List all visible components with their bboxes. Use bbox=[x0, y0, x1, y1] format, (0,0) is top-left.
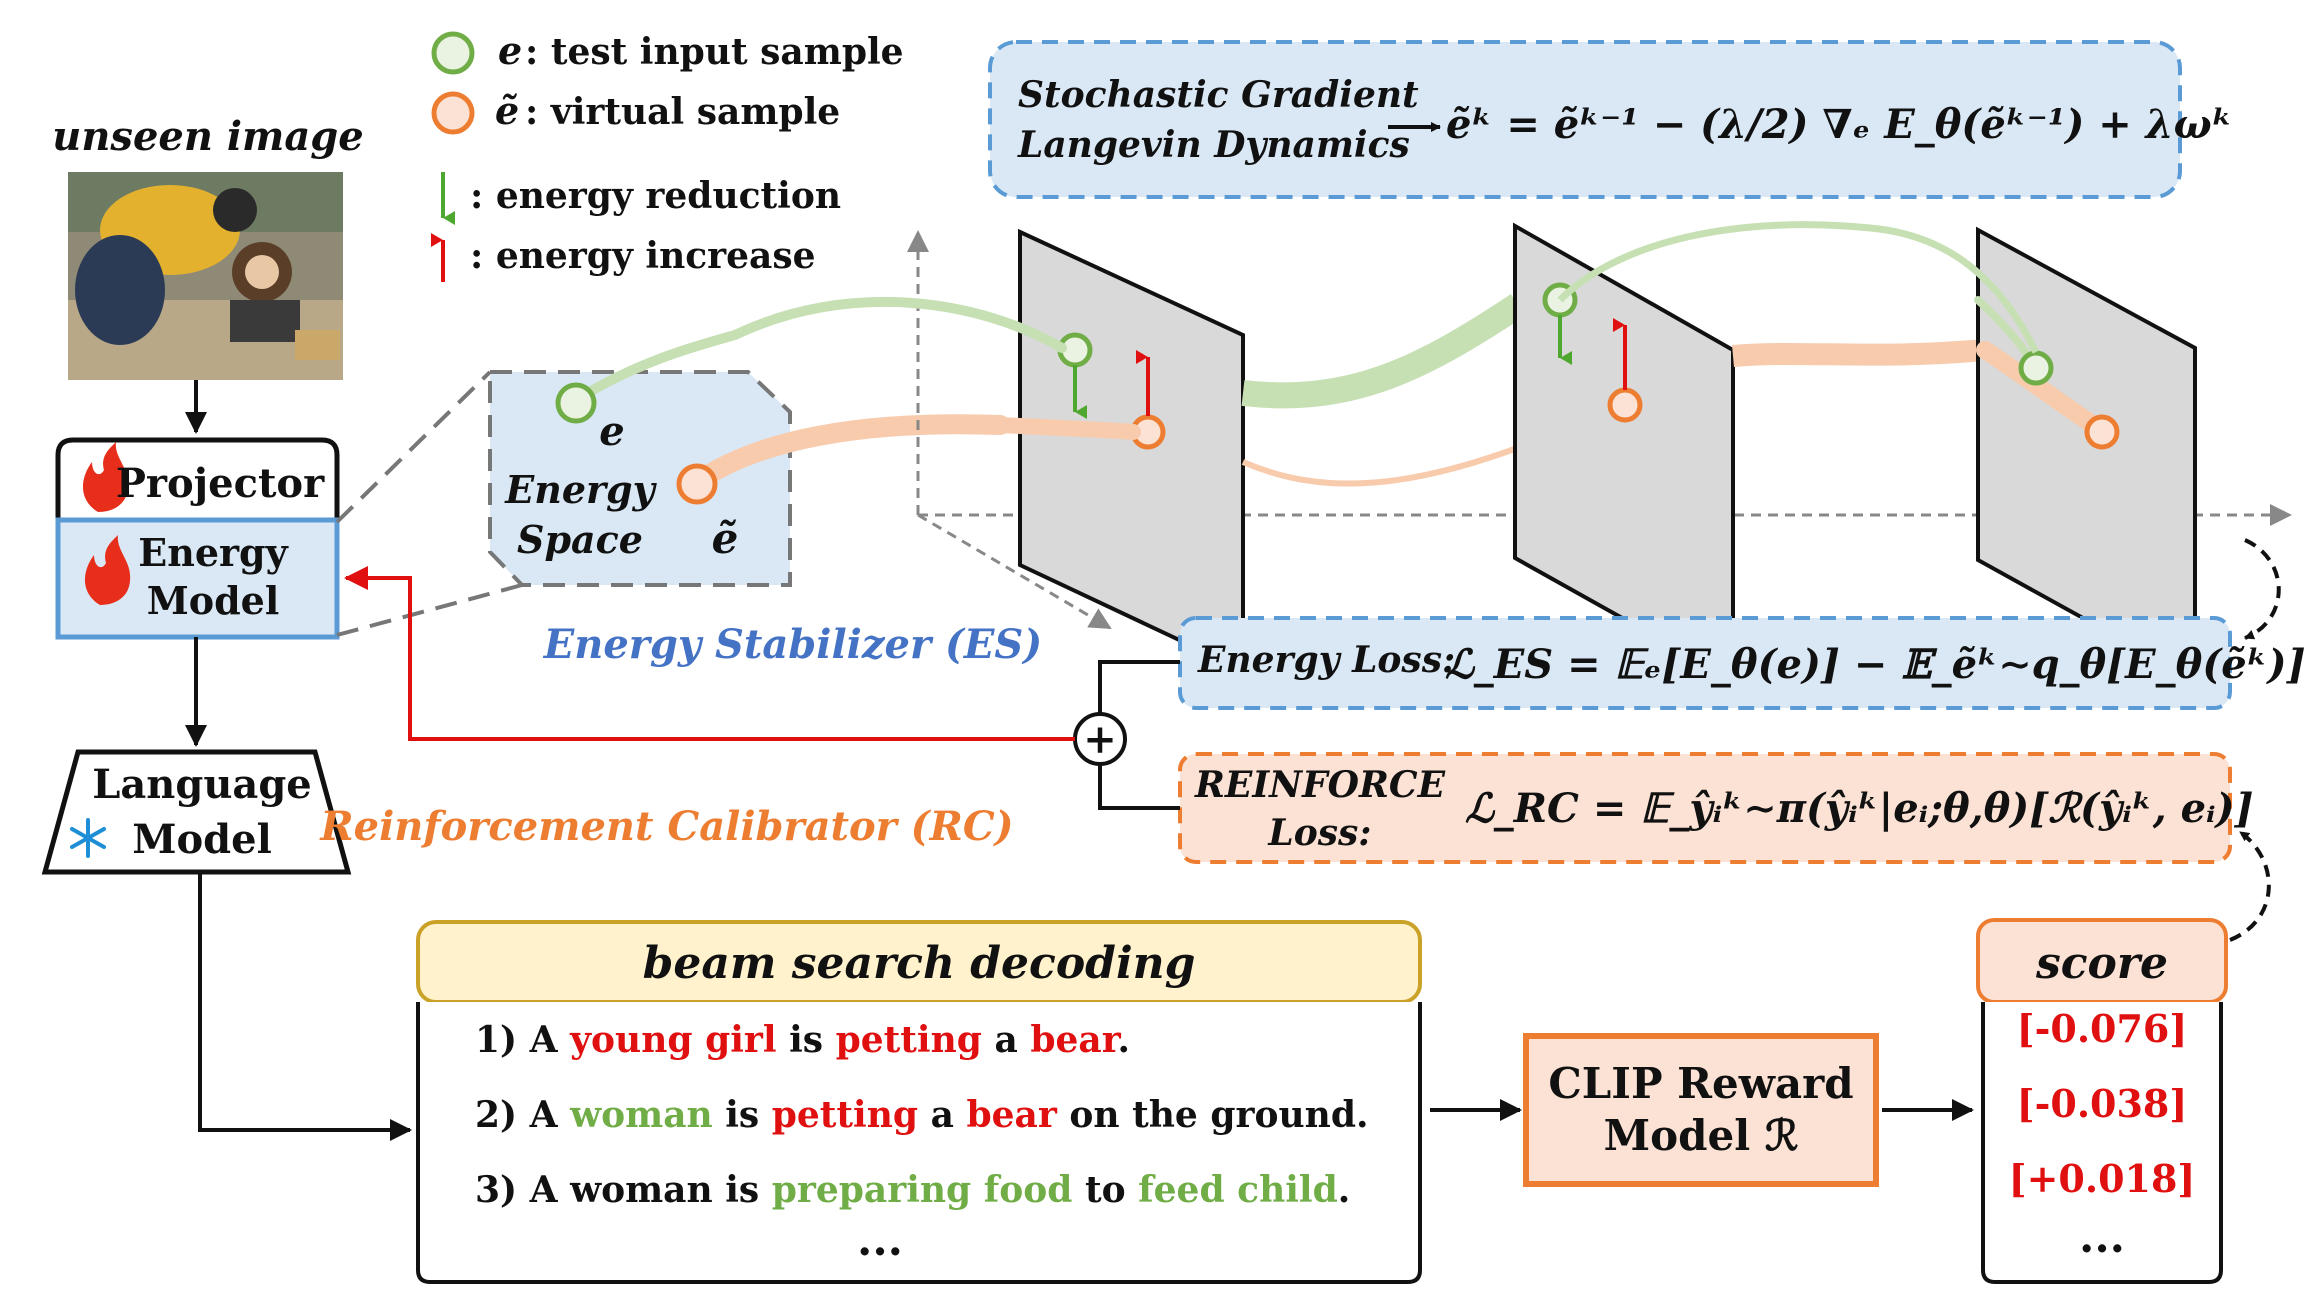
caption-segment: young girl bbox=[569, 1019, 776, 1061]
caption-segment: . bbox=[1338, 1169, 1351, 1211]
score-ellipsis: ... bbox=[2079, 1212, 2125, 1263]
energy-landscape bbox=[730, 221, 2292, 684]
energy-model-block: Energy Model bbox=[55, 517, 340, 640]
virtual-sample-point bbox=[676, 463, 718, 505]
energy-plane-1 bbox=[1018, 228, 1245, 674]
axis-depth bbox=[917, 513, 1112, 630]
score-value-1: [-0.076] bbox=[2017, 1006, 2188, 1051]
rc-to-plus-line bbox=[1098, 758, 1180, 810]
test-sample-point bbox=[555, 382, 597, 424]
legend-test-text: : test input sample bbox=[525, 31, 904, 73]
gradient-feedback-arrow bbox=[344, 566, 1075, 741]
clip-line1: CLIP Reward bbox=[1548, 1059, 1853, 1108]
legend-test-symbol: e bbox=[498, 28, 522, 73]
beam-title: beam search decoding bbox=[643, 938, 1196, 989]
reinforce-loss-box: REINFORCE Loss: ℒ_RC = 𝔼_ŷᵢᵏ∼π(ŷᵢᵏ|eᵢ;θ,… bbox=[1178, 752, 2253, 864]
caption-item: 1) A young girl is petting a bear. bbox=[475, 1019, 1130, 1061]
es-title: Energy Stabilizer (ES) bbox=[543, 621, 1042, 668]
caption-segment: woman bbox=[569, 1094, 713, 1136]
caption-segment: petting bbox=[836, 1019, 982, 1061]
legend-reduction-text: : energy reduction bbox=[470, 175, 841, 217]
caption-segment: . bbox=[1117, 1019, 1130, 1061]
caption-segment: 1) A bbox=[475, 1019, 570, 1061]
caption-segment: a bbox=[918, 1094, 966, 1136]
caption-item: 3) A woman is preparing food to feed chi… bbox=[475, 1169, 1350, 1211]
clip-reward-box: CLIP Reward Model ℛ bbox=[1523, 1033, 1879, 1187]
lm-to-beam-arrow bbox=[198, 872, 412, 1141]
caption-segment: a bbox=[982, 1019, 1030, 1061]
snowflake-icon bbox=[70, 818, 106, 858]
legend: e : test input sample ẽ : virtual sample… bbox=[431, 28, 904, 282]
energy-space-block: e Energy Space ẽ bbox=[488, 330, 1010, 587]
projector-label: Projector bbox=[116, 460, 325, 507]
energy-space-e-tilde: ẽ bbox=[712, 514, 739, 563]
es-to-plus-line bbox=[1098, 660, 1180, 720]
score-value-3: [+0.018] bbox=[2009, 1156, 2196, 1201]
caption-segment: 2) A bbox=[475, 1094, 570, 1136]
language-model-line1: Language bbox=[92, 761, 312, 808]
energy-space-line1: Energy bbox=[504, 467, 657, 512]
beam-search-box: beam search decoding 1) A young girl is … bbox=[416, 920, 1422, 1284]
sgld-box: Stochastic Gradient Langevin Dynamics ẽᵏ… bbox=[988, 40, 2233, 199]
clip-line2: Model ℛ bbox=[1604, 1111, 1799, 1160]
caption-segment: preparing food bbox=[772, 1169, 1073, 1211]
caption-segment: bear bbox=[966, 1094, 1057, 1136]
flame-icon bbox=[82, 442, 129, 512]
plus-symbol: + bbox=[1083, 716, 1117, 763]
curved-arrow-es bbox=[2244, 538, 2281, 640]
unseen-image-label: unseen image bbox=[52, 113, 363, 160]
language-model-line2: Model bbox=[132, 816, 272, 863]
caption-segment: on the ground. bbox=[1057, 1094, 1369, 1136]
score-value-2: [-0.038] bbox=[2017, 1081, 2188, 1126]
test-sample-marker bbox=[431, 31, 475, 75]
caption-segment: petting bbox=[772, 1094, 918, 1136]
energy-space-line2: Space bbox=[517, 517, 643, 562]
caption-list: 1) A young girl is petting a bear. 2) A w… bbox=[475, 1019, 1369, 1211]
flame-icon bbox=[84, 535, 131, 605]
energy-space-e: e bbox=[599, 408, 624, 455]
score-title: score bbox=[2035, 938, 2168, 989]
energy-loss-label: Energy Loss: bbox=[1197, 639, 1455, 681]
energy-loss-formula: ℒ_ES = 𝔼ₑ[E_θ(e)] − 𝔼_ẽᵏ∼q_θ[E_θ(ẽᵏ)] bbox=[1445, 641, 2306, 688]
reinforce-loss-line1: REINFORCE bbox=[1194, 764, 1446, 806]
unseen-image bbox=[68, 172, 343, 380]
legend-increase-text: : energy increase bbox=[470, 235, 816, 277]
energy-model-line1: Energy bbox=[138, 530, 288, 575]
reinforce-loss-formula: ℒ_RC = 𝔼_ŷᵢᵏ∼π(ŷᵢᵏ|eᵢ;θ,θ)[ℛ(ŷᵢᵏ, eᵢ)] bbox=[1465, 785, 2253, 832]
caption-segment: feed child bbox=[1138, 1169, 1338, 1211]
projector-block: Projector bbox=[55, 437, 340, 520]
caption-item: 2) A woman is petting a bear on the grou… bbox=[475, 1094, 1369, 1136]
energy-plane-3 bbox=[1976, 226, 2197, 684]
energy-model-line2: Model bbox=[147, 578, 280, 623]
sgld-formula: ẽᵏ = ẽᵏ⁻¹ − (λ/2) ∇ₑ E_θ(ẽᵏ⁻¹) + λωᵏ bbox=[1446, 101, 2233, 148]
caption-segment: bear bbox=[1030, 1019, 1121, 1061]
legend-virtual-symbol: ẽ bbox=[495, 88, 519, 133]
plus-node: + bbox=[1073, 712, 1127, 766]
caption-segment: is bbox=[713, 1094, 772, 1136]
caption-segment: is bbox=[777, 1019, 836, 1061]
language-model-block: Language Model bbox=[41, 749, 352, 875]
caption-segment: to bbox=[1072, 1169, 1138, 1211]
energy-loss-box: Energy Loss: ℒ_ES = 𝔼ₑ[E_θ(e)] − 𝔼_ẽᵏ∼q_… bbox=[1178, 616, 2306, 710]
legend-virtual-text: : virtual sample bbox=[525, 91, 840, 133]
reinforce-loss-line2: Loss: bbox=[1267, 812, 1371, 854]
curved-arrow-rc bbox=[2229, 830, 2271, 942]
caption-segment: 3) A woman is bbox=[475, 1169, 772, 1211]
rc-title: Reinforcement Calibrator (RC) bbox=[319, 803, 1013, 850]
beam-ellipsis: ... bbox=[857, 1215, 903, 1266]
zoom-line-bottom bbox=[336, 583, 523, 637]
virtual-sample-marker bbox=[431, 91, 475, 135]
zoom-line-top bbox=[335, 370, 492, 524]
sgld-line2: Langevin Dynamics bbox=[1017, 124, 1410, 166]
score-box: score [-0.076] [-0.038] [+0.018] ... bbox=[1976, 918, 2228, 1284]
sgld-line1: Stochastic Gradient bbox=[1018, 74, 1419, 116]
